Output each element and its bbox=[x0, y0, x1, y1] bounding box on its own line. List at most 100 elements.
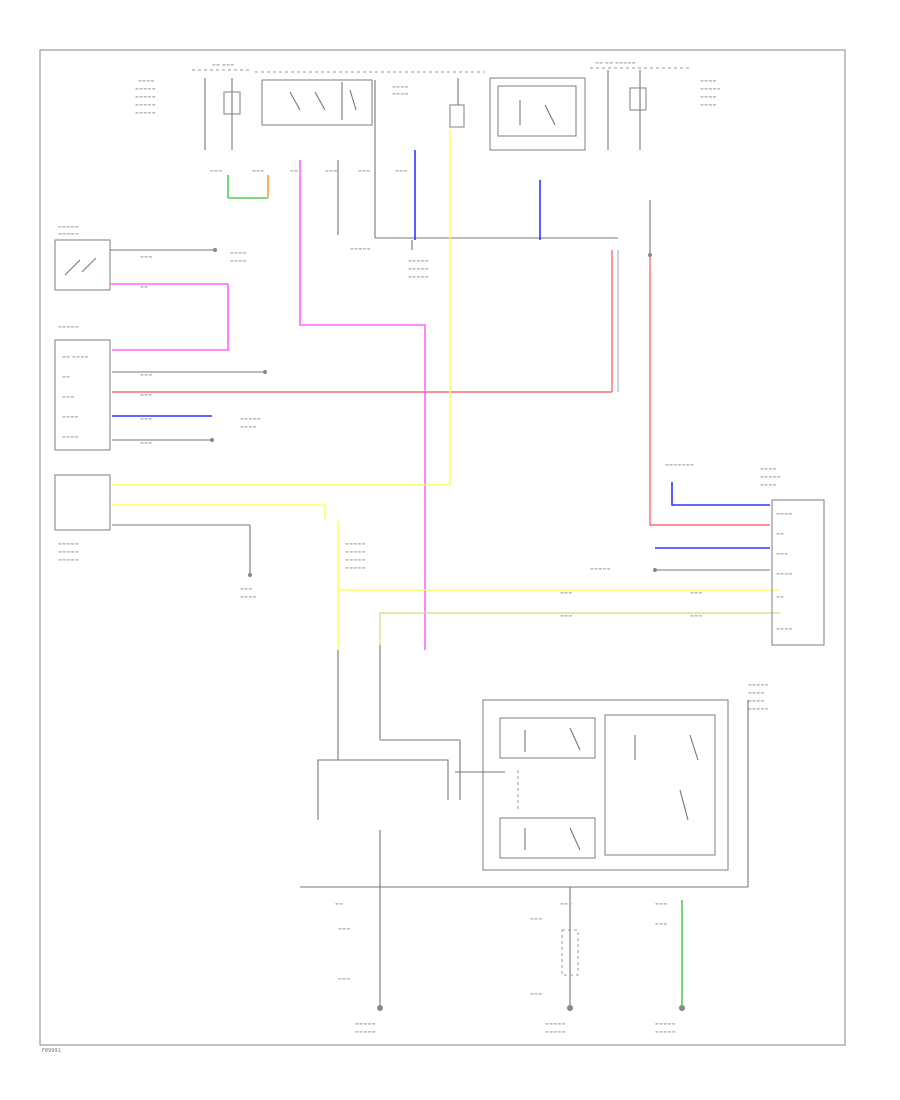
svg-text:▬▬▬▬: ▬▬▬▬ bbox=[392, 91, 409, 96]
svg-text:▬▬▬: ▬▬▬ bbox=[358, 168, 371, 173]
wire-red-right bbox=[649, 255, 770, 526]
svg-text:▬▬▬: ▬▬▬ bbox=[395, 168, 408, 173]
wire-yellow-lower bbox=[337, 520, 780, 591]
svg-text:▬▬▬▬▬: ▬▬▬▬▬ bbox=[135, 94, 156, 99]
svg-text:▬▬▬: ▬▬▬ bbox=[140, 254, 153, 259]
svg-text:▬▬▬▬: ▬▬▬▬ bbox=[748, 690, 765, 695]
svg-text:▬▬▬: ▬▬▬ bbox=[140, 372, 153, 377]
svg-text:▬▬▬▬: ▬▬▬▬ bbox=[760, 466, 777, 471]
svg-text:▬▬▬: ▬▬▬ bbox=[252, 168, 265, 173]
relay-top-right: ▬▬▬▬ ▬▬▬▬▬ ▬▬▬▬ ▬▬▬▬ ▬▬ ▬▬ ▬▬▬▬▬ bbox=[489, 60, 721, 151]
svg-text:▬▬▬▬▬: ▬▬▬▬▬ bbox=[408, 258, 429, 263]
svg-text:▬▬▬: ▬▬▬ bbox=[210, 168, 223, 173]
svg-text:▬▬▬▬: ▬▬▬▬ bbox=[230, 250, 247, 255]
svg-text:▬▬▬▬: ▬▬▬▬ bbox=[392, 84, 409, 89]
svg-text:▬▬▬▬▬: ▬▬▬▬▬ bbox=[748, 706, 769, 711]
svg-text:▬▬▬: ▬▬▬ bbox=[560, 613, 573, 618]
svg-text:▬▬▬▬▬: ▬▬▬▬▬ bbox=[655, 1029, 676, 1034]
svg-text:▬▬: ▬▬ bbox=[62, 374, 70, 379]
svg-text:▬▬▬: ▬▬▬ bbox=[530, 991, 543, 996]
svg-text:▬▬▬: ▬▬▬ bbox=[560, 901, 573, 906]
svg-text:▬▬▬▬▬: ▬▬▬▬▬ bbox=[700, 86, 721, 91]
svg-text:▬▬: ▬▬ bbox=[776, 531, 784, 536]
figure-code: F89991 bbox=[42, 1048, 61, 1054]
svg-text:▬▬ ▬▬ ▬▬▬▬▬: ▬▬ ▬▬ ▬▬▬▬▬ bbox=[595, 60, 636, 65]
wire-yellow-long bbox=[112, 150, 451, 486]
svg-text:▬▬▬▬▬: ▬▬▬▬▬ bbox=[135, 86, 156, 91]
svg-text:▬▬: ▬▬ bbox=[335, 901, 343, 906]
svg-text:▬▬▬: ▬▬▬ bbox=[530, 916, 543, 921]
control-module-left: ▬▬ ▬▬▬▬ ▬▬ ▬▬▬ ▬▬▬▬ ▬▬▬▬ ▬▬▬▬▬ bbox=[54, 324, 111, 451]
svg-text:▬▬▬: ▬▬▬ bbox=[140, 392, 153, 397]
sensor-left-lower: ▬▬▬▬▬ ▬▬▬▬▬ ▬▬▬▬▬ bbox=[54, 474, 111, 562]
svg-text:▬▬▬: ▬▬▬ bbox=[560, 590, 573, 595]
svg-text:▬▬▬▬▬: ▬▬▬▬▬ bbox=[135, 110, 156, 115]
svg-text:▬▬▬▬▬▬▬: ▬▬▬▬▬▬▬ bbox=[665, 462, 694, 467]
svg-text:▬▬▬▬▬: ▬▬▬▬▬ bbox=[58, 541, 79, 546]
svg-text:▬▬▬▬: ▬▬▬▬ bbox=[240, 424, 257, 429]
svg-text:▬▬▬▬▬: ▬▬▬▬▬ bbox=[58, 557, 79, 562]
svg-text:▬▬: ▬▬ bbox=[140, 284, 148, 289]
svg-text:▬▬▬▬▬: ▬▬▬▬▬ bbox=[58, 231, 79, 236]
svg-text:▬▬▬▬▬: ▬▬▬▬▬ bbox=[350, 246, 371, 251]
svg-text:▬▬▬▬▬: ▬▬▬▬▬ bbox=[748, 682, 769, 687]
svg-text:▬▬▬▬▬: ▬▬▬▬▬ bbox=[545, 1021, 566, 1026]
svg-text:▬▬ ▬▬▬▬: ▬▬ ▬▬▬▬ bbox=[62, 354, 89, 359]
svg-text:▬▬▬▬▬: ▬▬▬▬▬ bbox=[760, 474, 781, 479]
svg-text:▬▬▬▬: ▬▬▬▬ bbox=[776, 511, 793, 516]
svg-text:▬▬▬: ▬▬▬ bbox=[290, 168, 303, 173]
svg-text:▬▬▬▬: ▬▬▬▬ bbox=[62, 414, 79, 419]
svg-text:▬▬▬▬: ▬▬▬▬ bbox=[700, 102, 717, 107]
svg-text:▬▬▬▬: ▬▬▬▬ bbox=[700, 94, 717, 99]
svg-text:▬▬▬▬▬: ▬▬▬▬▬ bbox=[58, 324, 79, 329]
svg-text:▬▬▬▬▬: ▬▬▬▬▬ bbox=[355, 1021, 376, 1026]
svg-text:▬▬ ▬▬▬: ▬▬ ▬▬▬ bbox=[212, 62, 235, 67]
svg-text:▬▬▬: ▬▬▬ bbox=[325, 168, 338, 173]
svg-text:▬▬▬▬: ▬▬▬▬ bbox=[748, 698, 765, 703]
svg-text:▬▬▬▬: ▬▬▬▬ bbox=[776, 626, 793, 631]
svg-text:▬▬: ▬▬ bbox=[776, 594, 784, 599]
svg-text:▬▬▬: ▬▬▬ bbox=[776, 551, 789, 556]
svg-text:▬▬▬: ▬▬▬ bbox=[338, 926, 351, 931]
svg-text:▬▬▬▬▬: ▬▬▬▬▬ bbox=[355, 1029, 376, 1034]
svg-text:▬▬▬▬: ▬▬▬▬ bbox=[230, 258, 247, 263]
svg-text:▬▬▬▬▬: ▬▬▬▬▬ bbox=[240, 416, 261, 421]
annotation-labels: ▬▬▬ ▬▬▬ ▬▬▬ ▬▬▬ ▬▬▬ ▬▬▬ ▬▬▬▬▬ ▬▬▬▬▬ ▬▬▬▬… bbox=[140, 168, 703, 996]
svg-text:▬▬▬▬: ▬▬▬▬ bbox=[776, 571, 793, 576]
svg-text:▬▬▬: ▬▬▬ bbox=[62, 394, 75, 399]
svg-text:▬▬▬▬: ▬▬▬▬ bbox=[700, 78, 717, 83]
svg-text:▬▬▬: ▬▬▬ bbox=[140, 440, 153, 445]
svg-text:▬▬▬▬▬: ▬▬▬▬▬ bbox=[345, 541, 366, 546]
svg-text:▬▬▬▬▬: ▬▬▬▬▬ bbox=[345, 565, 366, 570]
relay-assembly-bottom: ▬▬▬▬▬ ▬▬▬▬ ▬▬▬▬ ▬▬▬▬▬ bbox=[482, 682, 769, 871]
svg-text:▬▬▬▬▬: ▬▬▬▬▬ bbox=[590, 566, 611, 571]
svg-text:▬▬▬▬▬: ▬▬▬▬▬ bbox=[58, 224, 79, 229]
diagram-frame bbox=[39, 49, 846, 1046]
svg-text:▬▬▬▬: ▬▬▬▬ bbox=[240, 594, 257, 599]
svg-text:▬▬▬▬▬: ▬▬▬▬▬ bbox=[408, 266, 429, 271]
svg-text:▬▬▬: ▬▬▬ bbox=[655, 921, 668, 926]
svg-text:▬▬▬▬▬: ▬▬▬▬▬ bbox=[58, 549, 79, 554]
ground-points-bottom: ▬▬▬▬▬ ▬▬▬▬▬ ▬▬▬▬▬ ▬▬▬▬▬ ▬▬▬▬▬ ▬▬▬▬▬ bbox=[355, 887, 685, 1034]
svg-text:▬▬▬▬▬: ▬▬▬▬▬ bbox=[345, 549, 366, 554]
svg-text:▬▬▬: ▬▬▬ bbox=[140, 416, 153, 421]
wire-pink-switch bbox=[110, 283, 229, 351]
svg-text:▬▬▬▬: ▬▬▬▬ bbox=[62, 434, 79, 439]
svg-text:▬▬▬▬▬: ▬▬▬▬▬ bbox=[408, 274, 429, 279]
svg-text:▬▬▬▬▬: ▬▬▬▬▬ bbox=[345, 557, 366, 562]
svg-text:▬▬▬▬: ▬▬▬▬ bbox=[760, 482, 777, 487]
wire-blue-right-top bbox=[671, 482, 770, 506]
switch-left-upper: ▬▬▬▬▬ ▬▬▬▬▬ ▬▬▬▬ ▬▬▬▬ bbox=[54, 224, 247, 291]
fuse-block-top-left: ▬▬▬▬ ▬▬▬▬▬ ▬▬▬▬▬ ▬▬▬▬▬ ▬▬▬▬▬ ▬▬ ▬▬▬ bbox=[135, 62, 250, 150]
svg-text:▬▬▬▬: ▬▬▬▬ bbox=[138, 78, 155, 83]
svg-text:▬▬▬▬▬: ▬▬▬▬▬ bbox=[655, 1021, 676, 1026]
svg-text:▬▬▬▬▬: ▬▬▬▬▬ bbox=[135, 102, 156, 107]
relay-box-top-center: ▬▬▬▬ ▬▬▬▬ bbox=[255, 71, 618, 239]
svg-text:▬▬▬: ▬▬▬ bbox=[655, 901, 668, 906]
wire-pink-long bbox=[299, 160, 426, 650]
svg-text:▬▬▬: ▬▬▬ bbox=[690, 613, 703, 618]
svg-text:▬▬▬: ▬▬▬ bbox=[338, 976, 351, 981]
wire-bottom-bus bbox=[317, 759, 449, 820]
svg-text:▬▬▬▬▬: ▬▬▬▬▬ bbox=[545, 1029, 566, 1034]
